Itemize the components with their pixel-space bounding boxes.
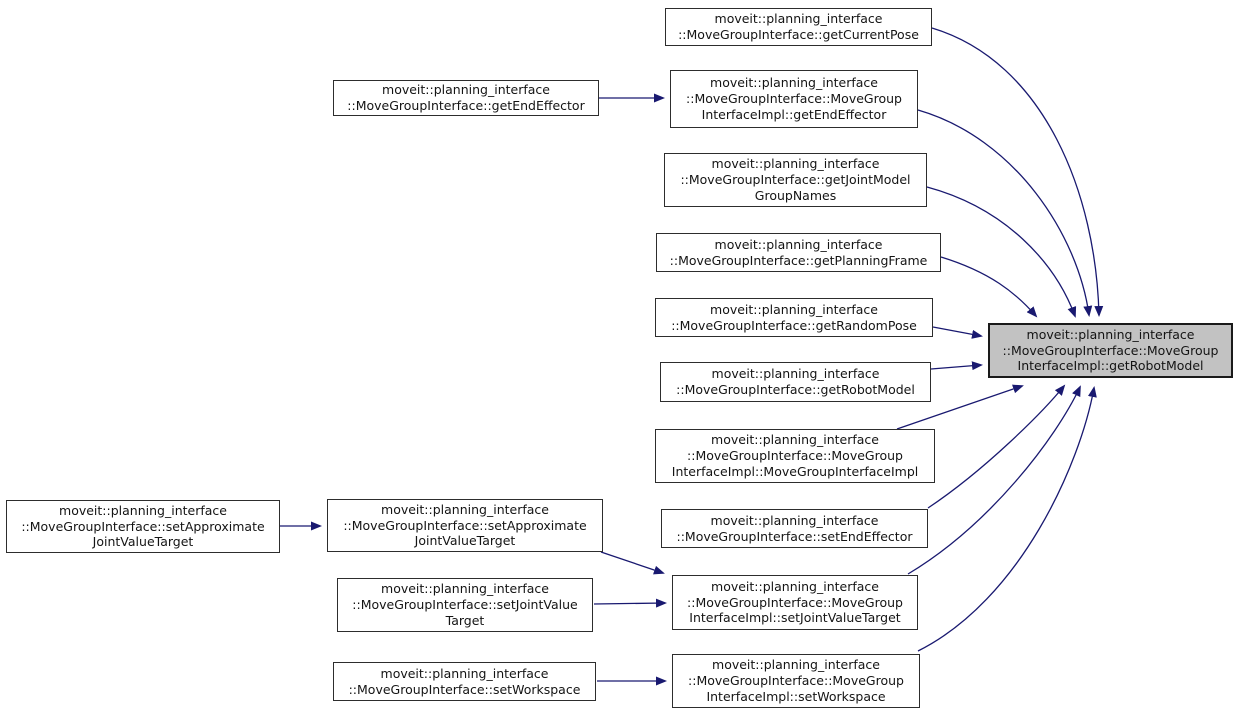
node-set-approximate-joint-value-target-outer[interactable]: moveit::planning_interface ::MoveGroupIn… (6, 500, 280, 553)
node-set-workspace[interactable]: moveit::planning_interface ::MoveGroupIn… (333, 662, 596, 701)
edge-setjointvaluetarget-to-implsetjointvaluetarget (593, 598, 667, 608)
edge-implconstructor-to-getrobotmodel (896, 384, 1024, 430)
edge-implsetworkspace-to-getrobotmodel (917, 386, 1097, 652)
edge-setendeffector-to-getrobotmodel (927, 384, 1066, 509)
edge-setapprox-to-implsetjointvaluetarget (600, 551, 665, 575)
node-get-random-pose[interactable]: moveit::planning_interface ::MoveGroupIn… (655, 298, 933, 337)
node-get-joint-model-group-names[interactable]: moveit::planning_interface ::MoveGroupIn… (664, 153, 927, 207)
edge-getplanningframe-to-getrobotmodel (940, 256, 1038, 318)
node-impl-set-joint-value-target[interactable]: moveit::planning_interface ::MoveGroupIn… (672, 575, 918, 630)
node-get-end-effector[interactable]: moveit::planning_interface ::MoveGroupIn… (333, 80, 599, 116)
node-set-approximate-joint-value-target[interactable]: moveit::planning_interface ::MoveGroupIn… (327, 499, 603, 552)
edge-implgetendeffector-to-getrobotmodel (917, 109, 1093, 317)
edge-getrobotmodel-to-implgetrobotmodel (930, 361, 983, 371)
node-set-end-effector[interactable]: moveit::planning_interface ::MoveGroupIn… (661, 509, 928, 548)
edge-getjointmodelgroupnames-to-getrobotmodel (926, 186, 1077, 318)
edge-getrandompose-to-getrobotmodel (932, 326, 983, 339)
node-set-joint-value-target[interactable]: moveit::planning_interface ::MoveGroupIn… (337, 578, 593, 632)
node-get-current-pose[interactable]: moveit::planning_interface ::MoveGroupIn… (665, 8, 932, 46)
edge-implsetjointvaluetarget-to-getrobotmodel (907, 385, 1081, 575)
node-impl-constructor[interactable]: moveit::planning_interface ::MoveGroupIn… (655, 429, 935, 483)
node-get-planning-frame[interactable]: moveit::planning_interface ::MoveGroupIn… (656, 233, 941, 272)
edge-getcurrentpose-to-getrobotmodel (931, 27, 1104, 317)
node-get-robot-model[interactable]: moveit::planning_interface ::MoveGroupIn… (660, 362, 931, 402)
node-impl-get-end-effector[interactable]: moveit::planning_interface ::MoveGroupIn… (670, 70, 918, 128)
node-impl-set-workspace[interactable]: moveit::planning_interface ::MoveGroupIn… (672, 654, 920, 708)
node-impl-get-robot-model-current: moveit::planning_interface ::MoveGroupIn… (988, 323, 1233, 378)
